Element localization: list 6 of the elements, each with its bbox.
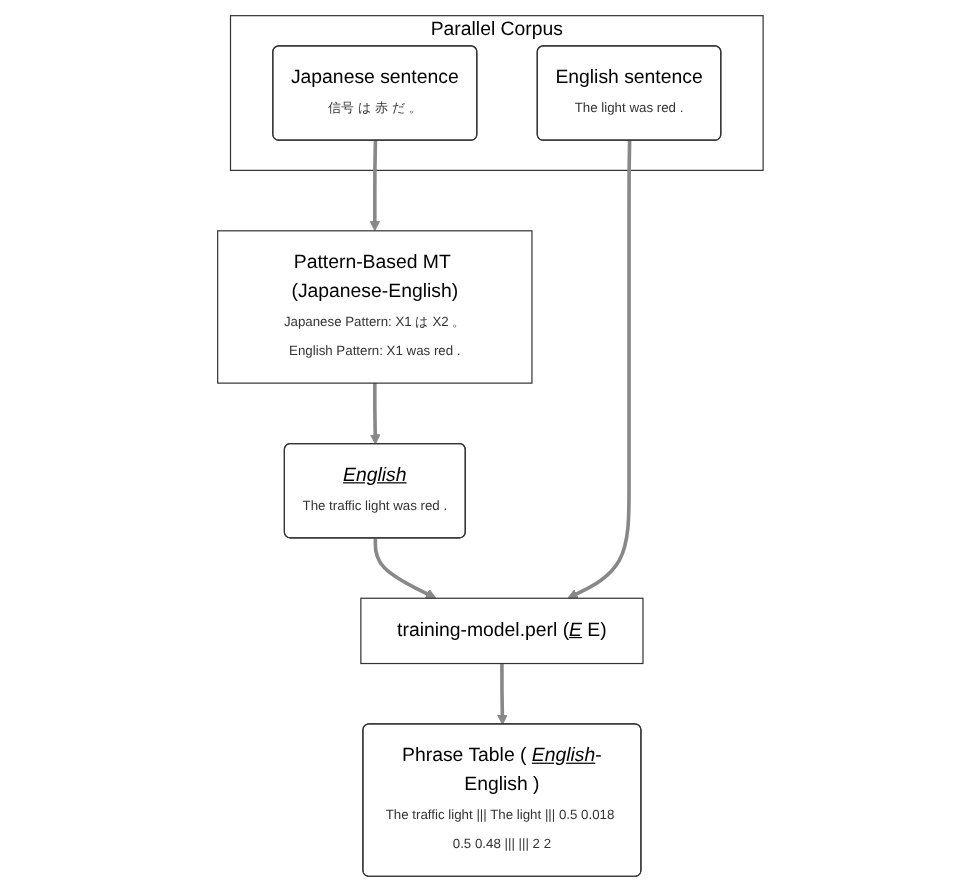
arrow bbox=[369, 140, 380, 232]
arrow bbox=[567, 140, 632, 599]
arrow bbox=[369, 383, 381, 445]
arrow bbox=[373, 538, 436, 599]
arrow bbox=[496, 663, 508, 726]
node-box: training-model.perl (E E) bbox=[359, 597, 644, 665]
